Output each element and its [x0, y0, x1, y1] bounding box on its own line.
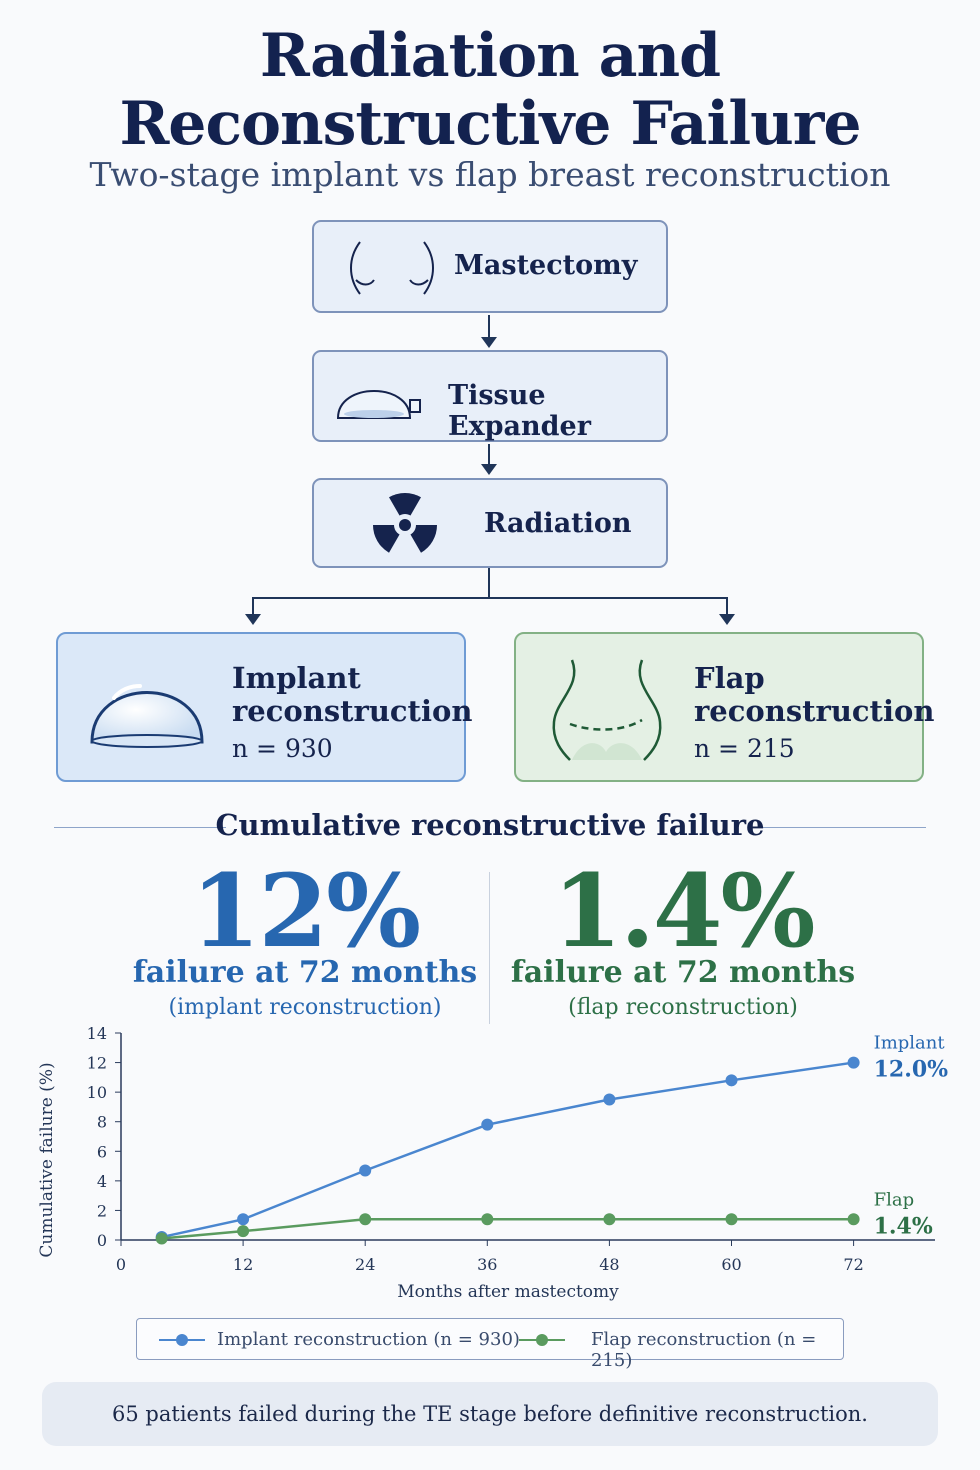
page-title-line-2: Reconstructive Failure	[119, 89, 861, 159]
step-radiation: Radiation	[312, 478, 668, 568]
flap-icon	[552, 659, 662, 761]
y-tick-label: 14	[87, 1024, 107, 1043]
branch-bar	[252, 597, 728, 599]
x-axis-label: Months after mastectomy	[397, 1282, 619, 1302]
step-label-mastectomy: Mastectomy	[454, 250, 638, 281]
series-end-value-1: 1.4%	[874, 1213, 933, 1239]
x-tick-label: 48	[599, 1255, 619, 1274]
data-point-s0-5	[725, 1074, 738, 1087]
series-end-label-1: Flap	[874, 1189, 915, 1210]
x-tick-label: 60	[721, 1255, 741, 1274]
stat-flap-line1: failure at 72 months	[510, 955, 856, 990]
series-end-value-0: 12.0%	[874, 1057, 949, 1083]
section-divider-right	[754, 827, 926, 828]
branch-flap-card: Flap reconstruction n = 215	[514, 632, 934, 782]
step-label-tissue-expander: Tissue Expander	[448, 380, 591, 442]
y-tick-label: 8	[97, 1113, 107, 1132]
stat-flap-line2: (flap reconstruction)	[568, 995, 798, 1020]
y-tick-label: 4	[97, 1172, 107, 1191]
branch-left-arrow-head	[245, 614, 261, 625]
legend-implant-label: Implant reconstruction (n = 930)	[217, 1329, 520, 1350]
x-tick-label: 72	[843, 1255, 863, 1274]
tissue-expander-icon	[336, 390, 421, 419]
arrow-head-1	[481, 337, 497, 348]
data-point-s0-1	[237, 1213, 250, 1226]
data-point-s1-3	[481, 1213, 494, 1226]
branch-right-line	[726, 597, 728, 617]
data-point-s1-6	[847, 1213, 860, 1226]
y-axis-label: Cumulative failure (%)	[37, 1062, 57, 1257]
page-subtitle: Two-stage implant vs flap breast reconst…	[89, 155, 891, 194]
y-tick-label: 0	[97, 1231, 107, 1250]
branch-implant-card: Implant reconstruction n = 930	[56, 632, 472, 782]
legend-implant-swatch	[159, 1334, 205, 1346]
arrow-head-2	[481, 464, 497, 475]
branch-implant-title-2: reconstruction	[232, 694, 473, 728]
data-point-s1-0	[155, 1232, 168, 1245]
series-end-label-0: Implant	[874, 1033, 946, 1054]
stat-implant-line2: (implant reconstruction)	[168, 995, 442, 1020]
flow-arrow-1	[488, 315, 490, 341]
breast-outline-icon	[350, 241, 434, 295]
x-tick-label: 0	[116, 1255, 126, 1274]
data-point-s1-1	[237, 1225, 250, 1238]
data-point-s0-2	[359, 1164, 372, 1177]
radiation-icon	[373, 493, 437, 553]
data-point-s1-5	[725, 1213, 738, 1226]
data-point-s0-3	[481, 1118, 494, 1131]
branch-implant-title-1: Implant	[232, 661, 361, 695]
section-divider-left	[54, 827, 226, 828]
step-label-radiation: Radiation	[484, 508, 632, 539]
legend-flap-swatch	[519, 1334, 565, 1346]
data-point-s0-6	[847, 1056, 860, 1069]
data-point-s0-4	[603, 1093, 616, 1106]
x-tick-label: 36	[477, 1255, 497, 1274]
data-point-s1-4	[603, 1213, 616, 1226]
stat-implant-value: 12%	[190, 852, 421, 970]
branch-flap-title-1: Flap	[694, 661, 765, 695]
implant-icon	[90, 684, 204, 748]
branch-right-arrow-head	[719, 614, 735, 625]
legend-flap-label: Flap reconstruction (n = 215)	[591, 1329, 817, 1371]
data-point-s1-2	[359, 1213, 372, 1226]
y-tick-label: 10	[87, 1083, 107, 1102]
series-line-1	[161, 1218, 854, 1240]
series-line-0	[161, 1061, 854, 1239]
branch-stem	[488, 568, 490, 598]
branch-flap-n: n = 215	[694, 734, 795, 763]
page-title-line-1: Radiation and	[259, 21, 721, 91]
stat-flap-value: 1.4%	[552, 852, 816, 970]
y-tick-label: 12	[87, 1054, 107, 1073]
branch-flap-title-2: reconstruction	[694, 694, 935, 728]
step-tissue-expander: Tissue Expander	[312, 350, 668, 442]
footnote-box: 65 patients failed during the TE stage b…	[42, 1382, 938, 1446]
step-mastectomy: Mastectomy	[312, 220, 668, 313]
chart-marks: Implant 12.0% Flap 1.4%	[155, 1033, 949, 1245]
flow-arrow-2	[488, 444, 490, 468]
y-tick-label: 2	[97, 1201, 107, 1220]
section-title: Cumulative reconstructive failure	[215, 808, 765, 842]
x-tick-label: 24	[355, 1255, 375, 1274]
stat-implant-line1: failure at 72 months	[132, 955, 478, 990]
branch-implant-n: n = 930	[232, 734, 333, 763]
x-tick-label: 12	[233, 1255, 253, 1274]
chart-legend: Implant reconstruction (n = 930) Flap re…	[136, 1318, 844, 1371]
y-tick-label: 6	[97, 1142, 107, 1161]
branch-left-line	[252, 597, 254, 617]
stats-divider	[489, 872, 490, 1024]
